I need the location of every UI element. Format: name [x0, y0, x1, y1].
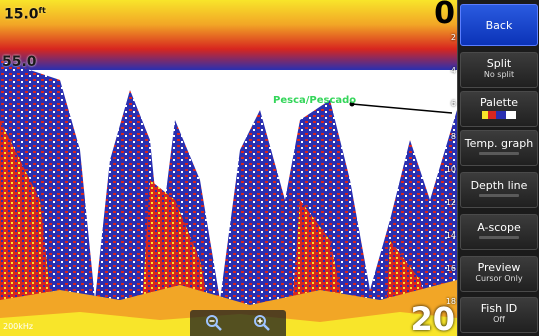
frequency-label: 200kHz — [3, 322, 34, 331]
split-button[interactable]: Split No split — [460, 52, 538, 88]
depth-tick: 10 — [445, 165, 456, 174]
depth-tick: 8 — [450, 132, 456, 141]
zoom-out-button[interactable] — [203, 312, 225, 334]
zoom-out-icon — [206, 315, 222, 331]
depth-line-toggle-bar — [479, 194, 519, 197]
depth-tick: 14 — [445, 231, 456, 240]
temp-graph-toggle-bar — [479, 152, 519, 155]
zoom-in-button[interactable] — [251, 312, 273, 334]
sonar-display[interactable]: 15.0ft 55.0 0 20 200kHz Pesca/Pescado 2 … — [0, 0, 457, 336]
split-value: No split — [483, 70, 515, 79]
cursor-line — [351, 103, 453, 114]
sonar-image — [0, 0, 457, 336]
palette-label: Palette — [479, 96, 519, 109]
split-label: Split — [486, 57, 512, 70]
range-bottom: 20 — [410, 300, 455, 336]
back-button[interactable]: Back — [460, 4, 538, 46]
preview-value: Cursor Only — [475, 274, 523, 283]
sonar-menu: Back Split No split Palette Temp. graph … — [457, 0, 539, 336]
palette-button[interactable]: Palette — [460, 91, 538, 127]
preview-button[interactable]: Preview Cursor Only — [460, 256, 538, 292]
zoom-controls — [190, 310, 286, 336]
depth-line-button[interactable]: Depth line — [460, 172, 538, 208]
preview-label: Preview — [477, 261, 521, 274]
fish-id-button[interactable]: Fish ID Off — [460, 297, 538, 333]
depth-tick: 6 — [450, 99, 456, 108]
a-scope-button[interactable]: A-scope — [460, 214, 538, 250]
depth-tick: 18 — [445, 297, 456, 306]
depth-scale: 2 4 6 8 10 12 14 16 18 — [445, 0, 457, 336]
water-temp-readout: 15.0ft — [4, 6, 46, 23]
fish-id-value: Off — [493, 315, 505, 324]
surface-reading: 55.0 — [2, 54, 37, 70]
depth-tick: 2 — [450, 33, 456, 42]
zoom-in-icon — [254, 315, 270, 331]
back-label: Back — [485, 19, 513, 32]
depth-tick: 12 — [445, 198, 456, 207]
depth-tick: 16 — [445, 264, 456, 273]
depth-tick: 4 — [450, 66, 456, 75]
target-label: Pesca/Pescado — [273, 95, 357, 106]
temp-graph-label: Temp. graph — [464, 137, 534, 150]
a-scope-toggle-bar — [479, 236, 519, 239]
depth-line-label: Depth line — [470, 179, 528, 192]
fish-id-label: Fish ID — [480, 302, 518, 315]
temp-graph-button[interactable]: Temp. graph — [460, 130, 538, 166]
a-scope-label: A-scope — [477, 221, 521, 234]
water-temp-unit: ft — [38, 6, 46, 15]
water-temp-value: 15.0 — [4, 6, 39, 23]
palette-swatch-icon — [482, 111, 516, 119]
range-top: 0 — [434, 0, 455, 31]
